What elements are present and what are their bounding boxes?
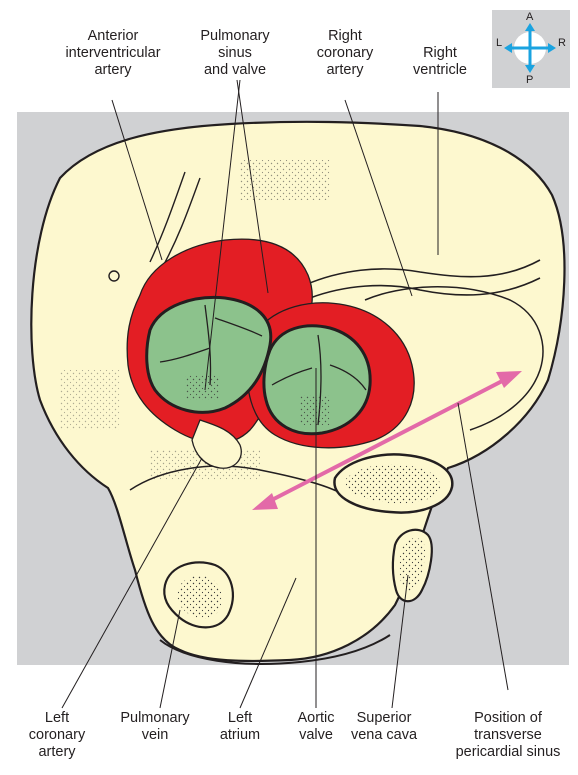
label-superior-vena-cava: Superior vena cava bbox=[344, 710, 424, 744]
label-aortic-valve: Aortic valve bbox=[288, 710, 344, 744]
stipple-left bbox=[60, 370, 120, 430]
label-pulmonary-vein: Pulmonary vein bbox=[110, 710, 200, 744]
label-transverse-pericardial-sinus: Position of transverse pericardial sinus bbox=[442, 710, 574, 761]
label-left-coronary-artery: Left coronary artery bbox=[17, 710, 97, 761]
label-left-atrium: Left atrium bbox=[210, 710, 270, 744]
